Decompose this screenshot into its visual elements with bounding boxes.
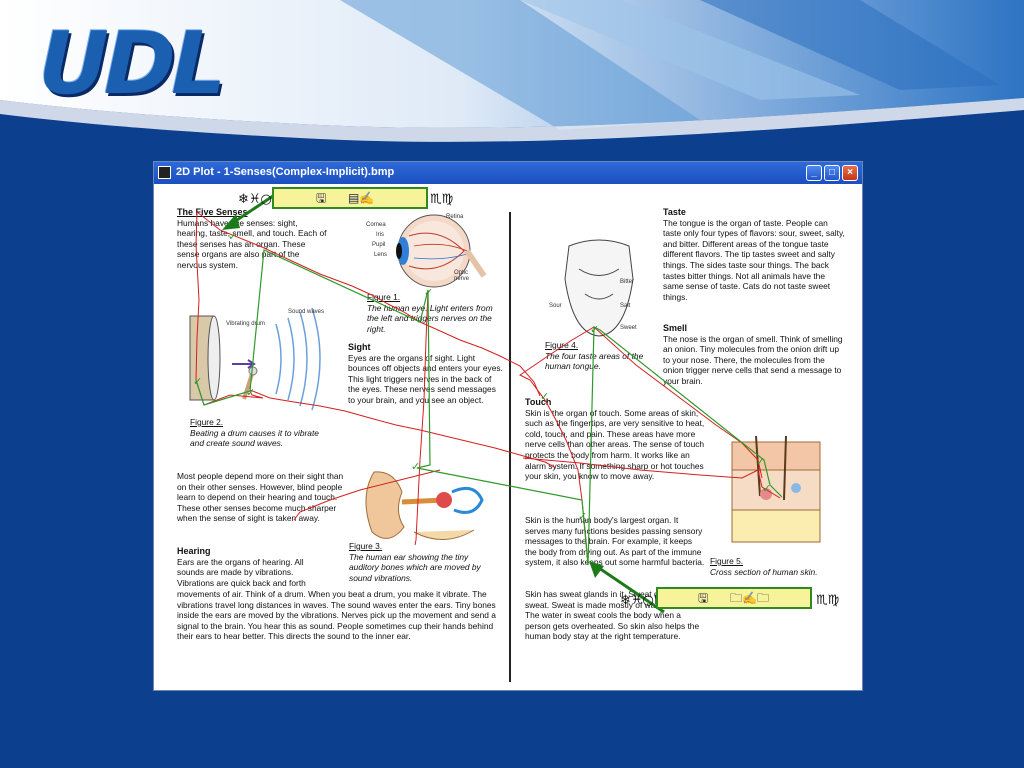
taste-section: Taste The tongue is the organ of taste. … [663, 207, 845, 302]
depend-paragraph: Most people depend more on their sight t… [177, 471, 344, 524]
eye-figure [396, 214, 487, 288]
eye-label-optic-nerve: Optic nerve [454, 270, 470, 282]
figure3-text: The human ear showing the tiny auditory … [349, 551, 481, 583]
annotation-toolbar-top[interactable]: 🖫 ▤✍ [272, 187, 428, 209]
save-icon[interactable]: 🖫 [316, 191, 327, 205]
skin-figure [731, 436, 821, 543]
figure2-number: Figure 2. [190, 417, 224, 427]
figure4-caption: Figure 4. The four taste areas of the hu… [545, 340, 655, 372]
save-icon-2[interactable]: 🖫 [698, 591, 709, 605]
figure3-number: Figure 3. [349, 541, 383, 551]
figure1-caption: Figure 1. The human eye. Light enters fr… [367, 292, 497, 334]
touch-text: Skin is the organ of touch. Some areas o… [525, 407, 705, 482]
five-senses-section: The Five Senses Humans have five senses:… [177, 207, 327, 271]
skin-paragraph: Skin is the human body's largest organ. … [525, 515, 705, 568]
touch-section: Touch Skin is the organ of touch. Some a… [525, 397, 705, 482]
figure4-number: Figure 4. [545, 340, 579, 350]
ear-figure [365, 471, 484, 541]
tongue-label-salt: Salt [620, 303, 631, 309]
hearing-title: Hearing [177, 546, 211, 556]
sight-section: Sight Eyes are the organs of sight. Ligh… [348, 342, 503, 406]
smell-section: Smell The nose is the organ of smell. Th… [663, 323, 845, 387]
folder-tools-icon[interactable]: 🗀✍🗀 [730, 591, 769, 605]
sight-title: Sight [348, 342, 371, 352]
tongue-label-sour: Sour [549, 303, 562, 309]
drum-label-vibrating: Vibrating drum [226, 321, 265, 327]
sight-text: Eyes are the organs of sight. Light boun… [348, 352, 503, 405]
figure2-caption: Figure 2. Beating a drum causes it to vi… [190, 417, 335, 449]
figure3-caption: Figure 3. The human ear showing the tiny… [349, 541, 499, 583]
minimize-button[interactable]: _ [806, 165, 822, 181]
toolbar1-right-glyphs: ♏♍ [430, 192, 454, 207]
udl-logo: UDL [27, 14, 233, 114]
app-icon [158, 166, 171, 179]
edit-tools-icon[interactable]: ▤✍ [348, 191, 375, 205]
taste-text: The tongue is the organ of taste. People… [663, 217, 845, 302]
eye-label-pupil: Pupil [372, 242, 386, 248]
tongue-label-sweet: Sweet [620, 325, 637, 331]
five-senses-text: Humans have five senses: sight, hearing,… [177, 217, 327, 270]
figure5-caption: Figure 5. Cross section of human skin. [710, 556, 845, 577]
column-divider [509, 212, 511, 682]
close-button[interactable]: × [842, 165, 858, 181]
figure4-text: The four taste areas of the human tongue… [545, 350, 644, 372]
smell-title: Smell [663, 323, 688, 333]
plot-window: 2D Plot - 1-Senses(Complex-Implicit).bmp… [153, 161, 863, 691]
tongue-label-bitter: Bitter [620, 279, 635, 285]
smell-text: The nose is the organ of smell. Think of… [663, 333, 843, 386]
document-image: The Five Senses Humans have five senses:… [154, 184, 862, 690]
figure5-text: Cross section of human skin. [710, 566, 818, 577]
figure1-number: Figure 1. [367, 292, 401, 302]
figure2-text: Beating a drum causes it to vibrate and … [190, 427, 319, 449]
hearing-text-short: Ears are the organs of hearing. All soun… [177, 556, 306, 588]
drum-label-waves: Sound waves [288, 309, 325, 315]
figure5-number: Figure 5. [710, 556, 744, 566]
eye-label-retina: Retina [446, 214, 464, 220]
eye-label-cornea: Cornea [366, 222, 386, 228]
title-bar[interactable]: 2D Plot - 1-Senses(Complex-Implicit).bmp… [154, 162, 862, 184]
eye-label-iris: Iris [376, 232, 384, 238]
toolbar2-left-glyphs: ❄♓○♏ [620, 593, 666, 608]
tongue-figure [564, 239, 634, 337]
touch-title: Touch [525, 397, 552, 407]
hearing-text-long: movements of air. Think of a drum. When … [177, 589, 496, 642]
taste-title: Taste [663, 207, 686, 217]
hearing-section: Hearing Ears are the organs of hearing. … [177, 546, 327, 588]
figure1-text: The human eye. Light enters from the lef… [367, 302, 493, 334]
annotation-toolbar-bottom[interactable]: 🖫 🗀✍🗀 [656, 587, 812, 609]
toolbar2-right-glyphs: ♏♍ [816, 593, 840, 608]
window-title: 2D Plot - 1-Senses(Complex-Implicit).bmp [176, 166, 395, 178]
eye-label-lens: Lens [374, 252, 388, 258]
maximize-button[interactable]: □ [824, 165, 840, 181]
